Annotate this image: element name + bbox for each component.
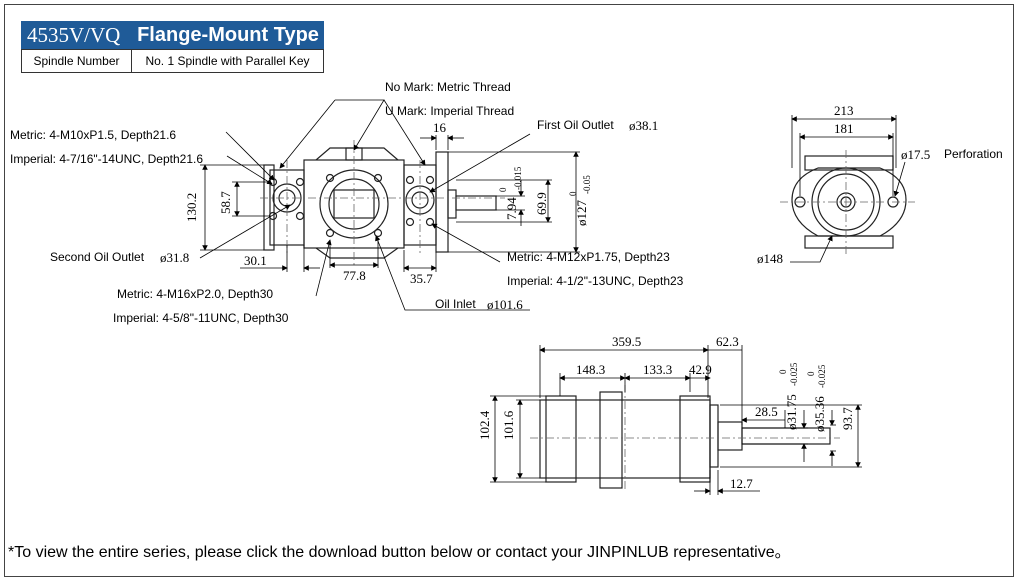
dim-7-94-tol-lower: -0.015 — [513, 166, 523, 190]
dim-42-9: 42.9 — [689, 362, 712, 377]
front-view-leaders — [199, 99, 531, 311]
front-view-dimension-lines — [200, 135, 580, 272]
footer-note: *To view the entire series, please click… — [8, 544, 791, 561]
bottom-view-center-lines — [530, 385, 840, 490]
dim-28-5: 28.5 — [755, 404, 778, 419]
dim-35-36: ø35.36 — [812, 396, 827, 432]
dim-31-75-tol-lower: -0.025 — [789, 362, 799, 386]
model-number: 4535V/VQ — [21, 21, 132, 49]
dim-359-5: 359.5 — [612, 334, 641, 349]
dim-102-4: 102.4 — [477, 410, 492, 440]
dim-35-36-tol-lower: -0.025 — [817, 364, 827, 388]
dim-77-8: 77.8 — [343, 268, 366, 283]
dim-127-tol-lower: -0.05 — [582, 175, 592, 194]
dim-130-2: 130.2 — [184, 193, 199, 222]
metric-m16-label: Metric: 4-M16xP2.0, Depth30 — [117, 287, 273, 301]
dim-127-tol-upper: 0 — [568, 191, 578, 196]
spindle-number-label: Spindle Number — [21, 49, 132, 73]
dim-7-94: 7.94 — [504, 197, 519, 220]
dim-213: 213 — [834, 103, 854, 118]
dim-16: 16 — [433, 120, 447, 135]
mount-type-title: Flange-Mount Type — [132, 21, 324, 49]
front-view-pump — [263, 147, 497, 259]
side-view-center-lines — [780, 150, 915, 255]
no-mark-label: No Mark: Metric Thread — [385, 80, 511, 94]
page-frame — [4, 4, 1014, 577]
center-lines — [260, 140, 505, 268]
dim-31-75: ø31.75 — [784, 394, 799, 430]
dim-69-9: 69.9 — [534, 192, 549, 215]
imperial-12-label: Imperial: 4-1/2"-13UNC, Depth23 — [507, 274, 684, 288]
perforation-diameter: ø17.5 — [901, 147, 930, 162]
side-view-dimension-lines — [790, 115, 906, 263]
imperial-716-label: Imperial: 4-7/16"-14UNC, Depth21.6 — [10, 152, 203, 166]
dim-31-75-tol-upper: 0 — [778, 369, 788, 374]
second-oil-outlet-label: Second Oil Outlet — [50, 250, 145, 264]
dim-181: 181 — [834, 121, 854, 136]
dim-7-94-tol-upper: 0 — [498, 187, 508, 192]
oil-inlet-label: Oil Inlet — [435, 297, 476, 311]
first-oil-outlet-diameter: ø38.1 — [629, 118, 658, 133]
first-oil-outlet-label: First Oil Outlet — [537, 118, 614, 132]
oil-inlet-diameter: ø101.6 — [487, 297, 523, 312]
spindle-number-value: No. 1 Spindle with Parallel Key — [132, 49, 324, 73]
dim-127: ø127 — [574, 200, 589, 227]
imperial-58-label: Imperial: 4-5/8"-11UNC, Depth30 — [113, 311, 289, 325]
dim-101-6: 101.6 — [501, 410, 516, 440]
dim-148: ø148 — [757, 251, 783, 266]
dim-58-7: 58.7 — [218, 191, 233, 214]
dim-148-3: 148.3 — [576, 362, 605, 377]
u-mark-label: U Mark: Imperial Thread — [385, 104, 514, 118]
dim-35-7: 35.7 — [410, 271, 433, 286]
metric-m12-label: Metric: 4-M12xP1.75, Depth23 — [507, 250, 670, 264]
dim-35-36-tol-upper: 0 — [806, 371, 816, 376]
dim-62-3: 62.3 — [716, 334, 739, 349]
metric-m10-label: Metric: 4-M10xP1.5, Depth21.6 — [10, 128, 176, 142]
second-oil-outlet-diameter: ø31.8 — [160, 250, 189, 265]
bottom-view-dimension-lines — [490, 345, 862, 495]
dim-12-7: 12.7 — [730, 476, 753, 491]
perforation-label: Perforation — [944, 147, 1003, 161]
dim-133-3: 133.3 — [643, 362, 672, 377]
dim-93-7: 93.7 — [840, 407, 855, 430]
dim-30-1: 30.1 — [244, 253, 267, 268]
